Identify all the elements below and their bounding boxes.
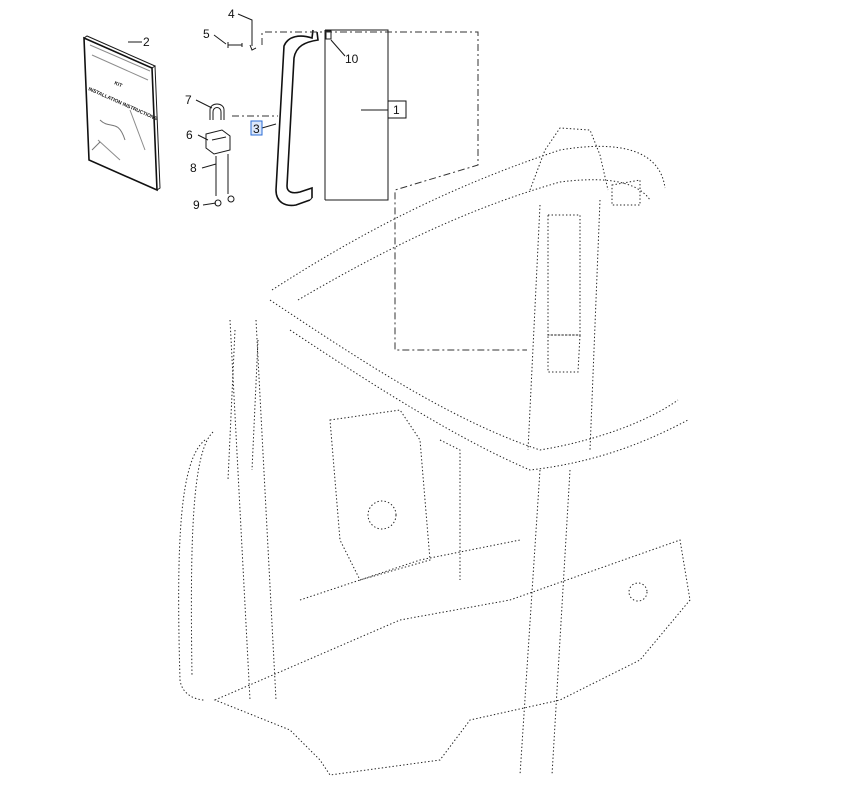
callout-8[interactable]: 8 — [190, 161, 197, 175]
callout-9[interactable]: 9 — [193, 198, 200, 212]
callout-leaders — [128, 13, 389, 206]
callout-3[interactable]: 3 — [253, 122, 260, 136]
callout-5[interactable]: 5 — [203, 27, 210, 41]
installation-manual: KIT INSTALLATION INSTRUCTIONS — [83, 35, 161, 192]
leader-lines — [232, 31, 527, 351]
callout-6[interactable]: 6 — [186, 128, 193, 142]
hardware-parts — [205, 30, 332, 207]
callout-1[interactable]: 1 — [393, 103, 400, 117]
callout-3-highlight — [250, 120, 263, 136]
manual-title-line1: KIT — [113, 80, 123, 89]
callout-7[interactable]: 7 — [185, 93, 192, 107]
callout-1-box — [387, 100, 407, 119]
grab-handle — [275, 29, 319, 207]
cab-frame — [178, 127, 691, 776]
callout-10[interactable]: 10 — [345, 52, 359, 66]
manual-title-line2: INSTALLATION INSTRUCTIONS — [87, 86, 158, 122]
callout-labels: 1 2 3 4 5 6 7 8 9 10 — [143, 7, 407, 212]
callout-2[interactable]: 2 — [143, 35, 150, 49]
callout-4[interactable]: 4 — [228, 7, 235, 21]
